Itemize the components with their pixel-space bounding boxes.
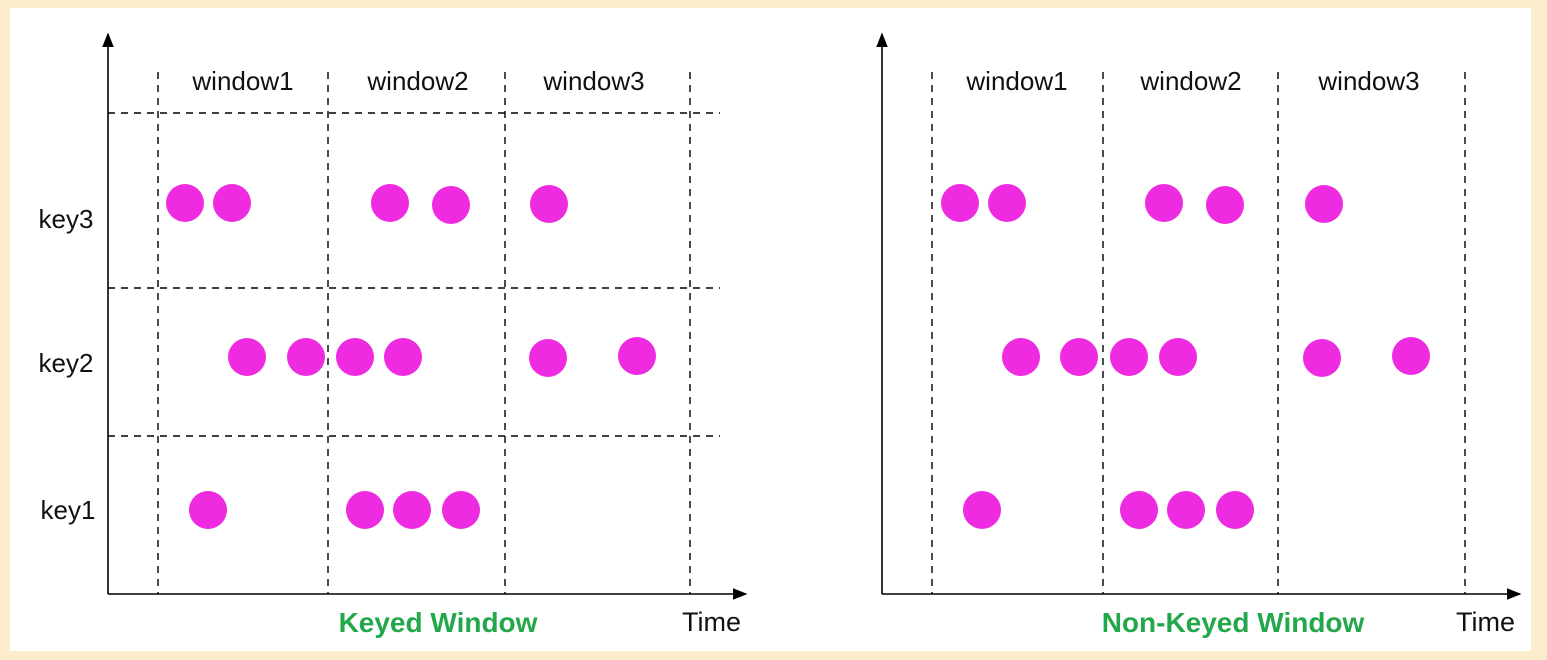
event-dot <box>988 184 1026 222</box>
event-dot <box>228 338 266 376</box>
event-dot <box>1110 338 1148 376</box>
key-label: key2 <box>39 348 94 378</box>
event-dot <box>1145 184 1183 222</box>
event-dot <box>393 491 431 529</box>
event-dot <box>1392 337 1430 375</box>
keyed-window-panel: window1 window2 window3 key3 key2 key1 K… <box>39 32 748 638</box>
event-dot <box>530 185 568 223</box>
event-dot <box>432 186 470 224</box>
event-dot <box>529 339 567 377</box>
event-dot <box>346 491 384 529</box>
non-keyed-window-panel: window1 window2 window3 Non-Keyed Window… <box>876 32 1522 638</box>
event-dot <box>287 338 325 376</box>
time-axis-label: Time <box>682 607 741 637</box>
window-label: window1 <box>965 66 1067 96</box>
event-dot <box>384 338 422 376</box>
event-dot <box>618 337 656 375</box>
event-dot <box>213 184 251 222</box>
key-label: key3 <box>39 204 94 234</box>
event-dot <box>1216 491 1254 529</box>
window-label: window3 <box>1317 66 1419 96</box>
window-label: window2 <box>366 66 468 96</box>
event-dot <box>1002 338 1040 376</box>
window-label: window1 <box>191 66 293 96</box>
window-label: window2 <box>1139 66 1241 96</box>
event-dot <box>1206 186 1244 224</box>
event-dot <box>941 184 979 222</box>
event-dot <box>1060 338 1098 376</box>
event-dot <box>189 491 227 529</box>
panel-title: Keyed Window <box>339 607 538 638</box>
event-dot <box>963 491 1001 529</box>
event-dot <box>1303 339 1341 377</box>
event-dot <box>1167 491 1205 529</box>
key-label: key1 <box>41 495 96 525</box>
event-dot <box>442 491 480 529</box>
event-dot <box>1305 185 1343 223</box>
time-axis-label: Time <box>1456 607 1515 637</box>
window-diagram: window1 window2 window3 key3 key2 key1 K… <box>39 32 1522 638</box>
event-dot <box>1120 491 1158 529</box>
event-dot <box>371 184 409 222</box>
event-dot <box>336 338 374 376</box>
diagram-canvas: window1 window2 window3 key3 key2 key1 K… <box>10 8 1531 651</box>
window-label: window3 <box>542 66 644 96</box>
panel-title: Non-Keyed Window <box>1102 607 1365 638</box>
event-dot <box>166 184 204 222</box>
event-dot <box>1159 338 1197 376</box>
